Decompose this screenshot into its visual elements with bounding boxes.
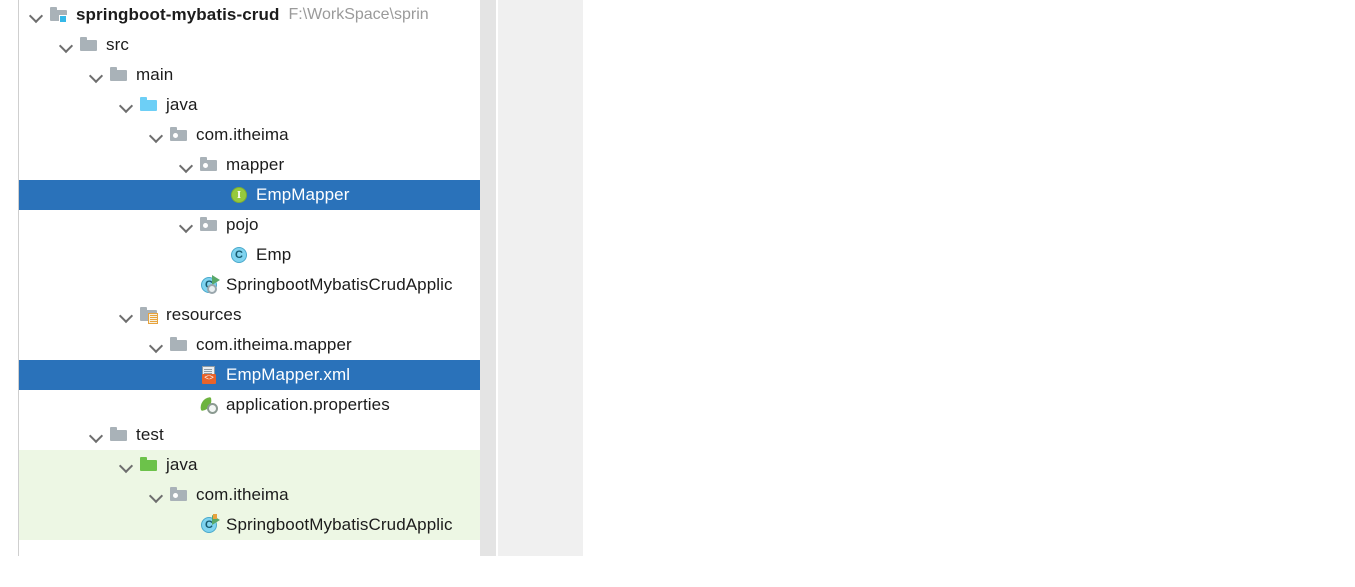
tree-indent-spacer [179, 518, 193, 532]
tree-node-test[interactable]: test [19, 420, 480, 450]
chevron-down-icon[interactable] [59, 38, 73, 52]
tree-node-application-properties[interactable]: application.properties [19, 390, 480, 420]
tree-node-root-module[interactable]: springboot-mybatis-crud F:\WorkSpace\spri… [19, 0, 480, 30]
tree-node-main[interactable]: main [19, 60, 480, 90]
chevron-down-icon[interactable] [89, 68, 103, 82]
tree-node-pkg-pojo[interactable]: pojo [19, 210, 480, 240]
tree-node-label: springboot-mybatis-crud [76, 5, 280, 24]
tree-node-label: EmpMapper.xml [226, 365, 351, 384]
chevron-down-icon[interactable] [119, 98, 133, 112]
tree-indent-spacer [209, 188, 223, 202]
tree-node-label: mapper [226, 155, 285, 174]
source-root-folder-icon [139, 95, 159, 115]
tree-node-label: pojo [226, 215, 259, 234]
folder-icon [109, 65, 129, 85]
java-test-class-icon: C [199, 514, 220, 535]
package-folder-icon [199, 215, 219, 235]
tree-node-label: Emp [256, 245, 292, 264]
tree-node-springboot-app-test[interactable]: C SpringbootMybatisCrudApplic [19, 510, 480, 540]
java-class-icon: C [229, 245, 249, 265]
package-folder-icon [169, 125, 189, 145]
package-folder-icon [169, 485, 189, 505]
tree-indent-spacer [179, 278, 193, 292]
chevron-down-icon[interactable] [119, 308, 133, 322]
folder-icon [109, 425, 129, 445]
tree-node-pkg-com-itheima[interactable]: com.itheima [19, 120, 480, 150]
tree-node-label: application.properties [226, 395, 390, 414]
tree-node-label: SpringbootMybatisCrudApplic [226, 275, 453, 294]
tree-node-label: EmpMapper [256, 185, 350, 204]
tree-node-emp-mapper-xml[interactable]: <> EmpMapper.xml [19, 360, 480, 390]
chevron-down-icon[interactable] [149, 128, 163, 142]
module-folder-icon [49, 5, 69, 25]
tree-node-src[interactable]: src [19, 30, 480, 60]
tree-node-test-pkg-com-itheima[interactable]: com.itheima [19, 480, 480, 510]
spring-boot-application-icon: C [199, 275, 220, 295]
tree-node-label: com.itheima.mapper [196, 335, 352, 354]
tree-node-label: main [136, 65, 174, 84]
tree-indent-spacer [179, 368, 193, 382]
tree-node-label: java [166, 95, 198, 114]
resources-root-folder-icon [139, 305, 159, 325]
tree-node-emp-mapper-interface[interactable]: I EmpMapper [19, 180, 480, 210]
tree-node-res-com-itheima-mapper[interactable]: com.itheima.mapper [19, 330, 480, 360]
tree-node-springboot-app-main[interactable]: C SpringbootMybatisCrudApplic [19, 270, 480, 300]
tree-node-label: com.itheima [196, 125, 289, 144]
chevron-down-icon[interactable] [29, 8, 43, 22]
tree-node-label: com.itheima [196, 485, 289, 504]
folder-icon [79, 35, 99, 55]
tree-indent-spacer [209, 248, 223, 262]
tree-node-label: resources [166, 305, 242, 324]
chevron-down-icon[interactable] [119, 458, 133, 472]
project-tree[interactable]: springboot-mybatis-crud F:\WorkSpace\spri… [19, 0, 480, 556]
spring-properties-icon [199, 395, 219, 415]
tree-node-resources[interactable]: resources [19, 300, 480, 330]
chevron-down-icon[interactable] [89, 428, 103, 442]
tree-node-label: src [106, 35, 129, 54]
chevron-down-icon[interactable] [149, 338, 163, 352]
tree-indent-spacer [179, 398, 193, 412]
project-tool-window: springboot-mybatis-crud F:\WorkSpace\spri… [18, 0, 583, 556]
tree-node-label: test [136, 425, 164, 444]
empty-right-panel [497, 0, 583, 556]
tree-node-pkg-mapper[interactable]: mapper [19, 150, 480, 180]
tree-node-label: java [166, 455, 198, 474]
java-interface-icon: I [229, 185, 249, 205]
chevron-down-icon[interactable] [179, 158, 193, 172]
package-folder-icon [199, 155, 219, 175]
test-source-root-folder-icon [139, 455, 159, 475]
tree-node-test-java[interactable]: java [19, 450, 480, 480]
tree-vertical-scrollbar[interactable] [480, 0, 496, 556]
chevron-down-icon[interactable] [149, 488, 163, 502]
mybatis-xml-mapper-icon: <> [199, 365, 219, 385]
folder-icon [169, 335, 189, 355]
chevron-down-icon[interactable] [179, 218, 193, 232]
tree-node-emp-class[interactable]: C Emp [19, 240, 480, 270]
tree-node-path: F:\WorkSpace\sprin [288, 6, 429, 23]
tree-node-main-java[interactable]: java [19, 90, 480, 120]
tree-node-label: SpringbootMybatisCrudApplic [226, 515, 453, 534]
